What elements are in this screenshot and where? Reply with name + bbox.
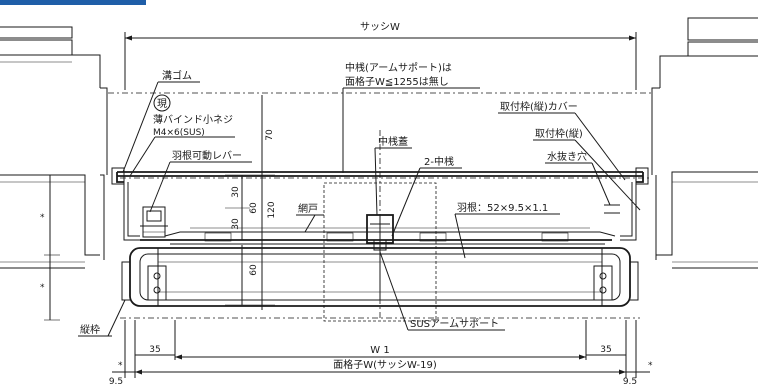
bottom-dimensions	[112, 320, 650, 378]
dim-60-upper: 60	[249, 202, 259, 214]
thin-binding-screw-label: 薄バインド小ネジ	[153, 113, 233, 126]
left-star-dimensions	[44, 174, 60, 321]
dim-120: 120	[267, 201, 277, 218]
arm-support-outline	[323, 182, 437, 322]
dim-35-left: 35	[149, 345, 160, 355]
dim-9-5-right: 9.5	[623, 377, 637, 387]
right-wall	[651, 17, 758, 269]
sus-arm-support-label: SUSアームサポート	[410, 318, 499, 330]
frame-vertical-label: 取付枠(縦)	[535, 127, 583, 140]
middle-bar	[366, 130, 394, 320]
star-mark-upper: *	[40, 213, 45, 223]
dim-30-upper: 30	[231, 186, 241, 198]
mid-bar-note-line-1: 中桟(アームサポート)は	[345, 61, 452, 74]
star-mark-bottom-left: *	[118, 361, 123, 371]
current-badge-text: 現	[157, 98, 167, 110]
louver-spec-label: 羽根：52×9.5×1.1	[457, 201, 548, 214]
screw-spec-label: M4×6(SUS)	[153, 128, 205, 138]
drain-hole-marks	[604, 204, 620, 214]
screen-door-label: 網戸	[298, 202, 318, 215]
mid-bar-cover-label: 中桟蓋	[378, 135, 408, 148]
screen-door-rail	[140, 227, 616, 245]
sash-width-dimension: サッシW	[124, 21, 637, 90]
louver-body	[121, 247, 639, 307]
leader-lines	[78, 81, 641, 337]
two-mid-bar-label: 2-中桟	[424, 155, 454, 168]
drain-hole-label: 水抜き穴	[547, 150, 587, 163]
vertical-dimensions	[225, 95, 275, 310]
star-mark-lower: *	[40, 283, 45, 293]
star-mark-bottom-right: *	[648, 361, 653, 371]
left-wall	[0, 26, 108, 269]
louver-lever-label: 羽根可動レバー	[172, 149, 242, 162]
dim-35-right: 35	[600, 345, 611, 355]
dim-30-lower: 30	[231, 218, 241, 230]
dim-70: 70	[265, 129, 275, 141]
right-hinge	[593, 265, 613, 301]
left-hinge	[147, 265, 167, 301]
header-tab-bar	[0, 0, 146, 5]
louver-lever-detail	[140, 206, 168, 238]
vertical-frame-label: 縦枠	[80, 323, 100, 336]
grille-width-label: 面格子W(サッシW-19)	[333, 358, 437, 371]
sash-width-label: サッシW	[360, 21, 400, 33]
w1-label: W 1	[370, 345, 389, 356]
groove-rubber-label: 溝ゴム	[162, 69, 192, 82]
mid-bar-note-line-2: 面格子W≦1255は無し	[345, 75, 449, 88]
dim-60-lower: 60	[249, 264, 259, 276]
dim-9-5-left: 9.5	[109, 377, 123, 387]
frame-cover-label: 取付枠(縦)カバー	[500, 100, 578, 113]
current-badge: 現	[153, 94, 171, 112]
